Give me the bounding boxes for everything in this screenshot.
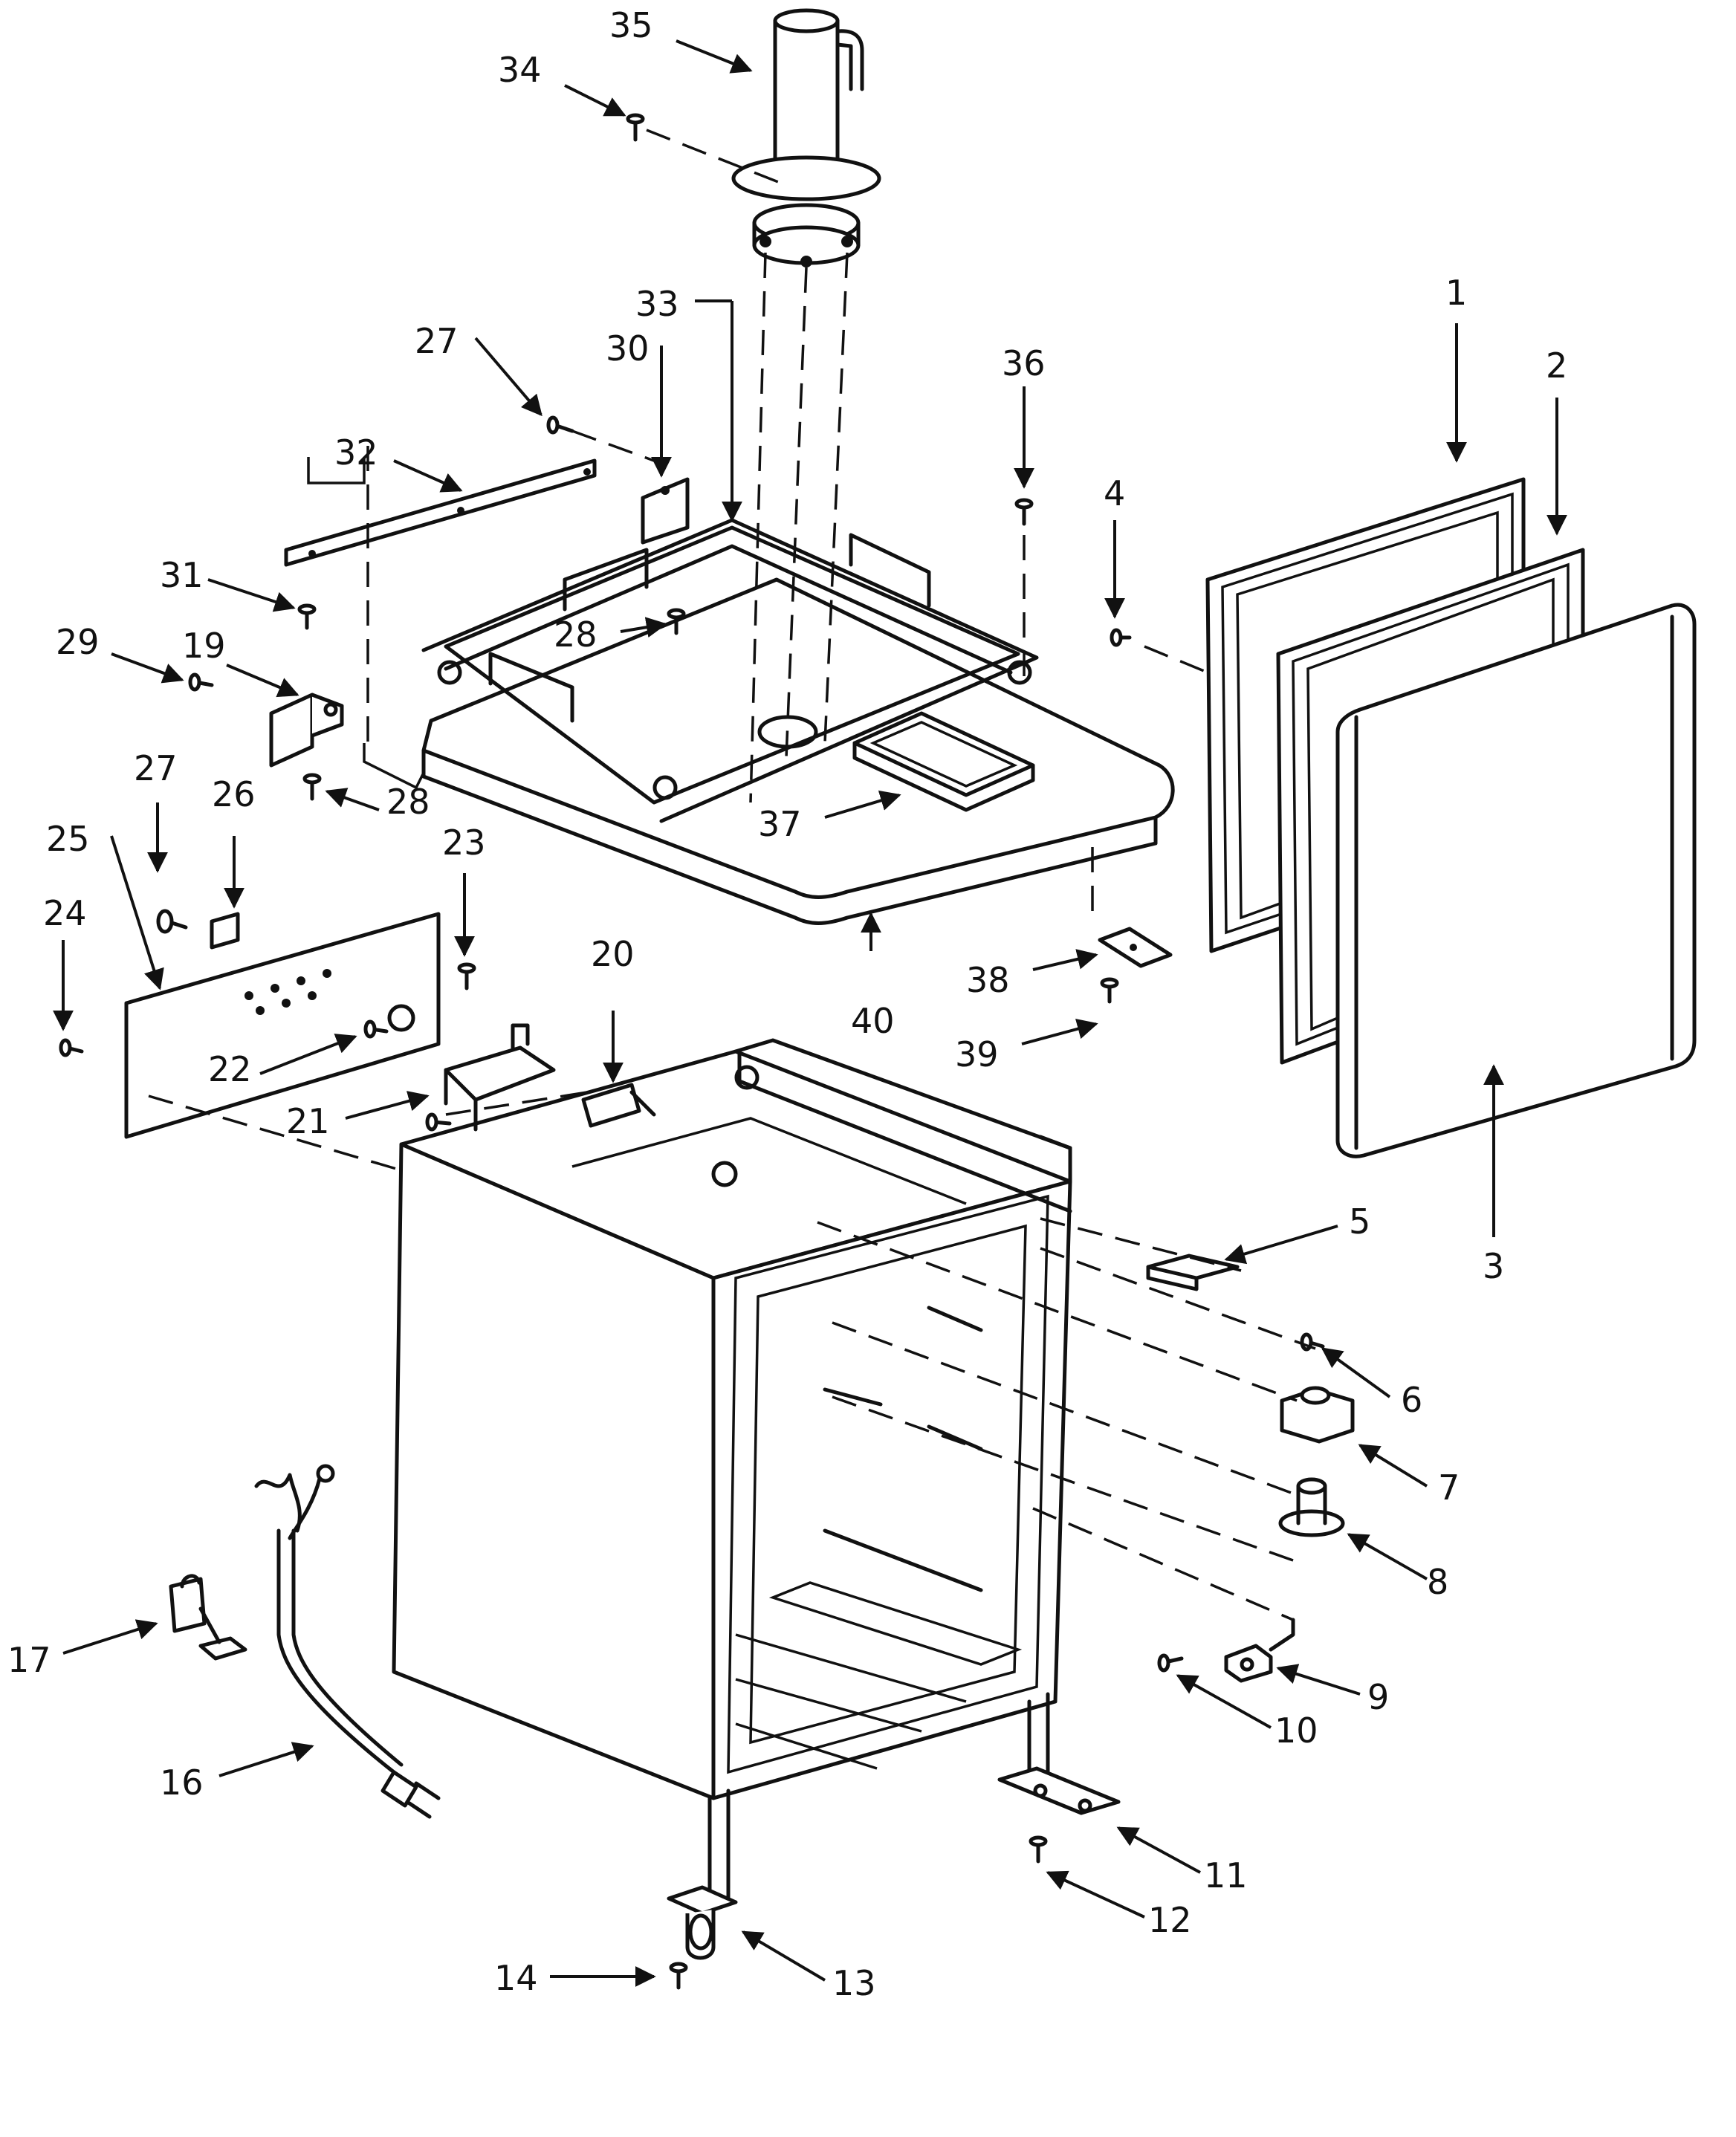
callout-6: 6 — [1401, 1380, 1422, 1420]
callout-13: 13 — [832, 1963, 876, 2003]
callout-36: 36 — [1002, 343, 1046, 383]
callout-37: 37 — [758, 804, 802, 844]
bushing-8 — [1278, 1477, 1345, 1537]
hinge-plate-bottom — [1098, 927, 1173, 968]
leveling-bracket — [997, 1766, 1121, 1815]
door-stop — [1146, 1254, 1240, 1291]
callout-20: 20 — [591, 934, 635, 974]
callout-10: 10 — [1275, 1710, 1318, 1751]
callout-17: 17 — [7, 1640, 51, 1680]
top-rail-bar — [284, 458, 597, 567]
hinge-bracket-top — [641, 477, 690, 545]
drip-tray — [852, 711, 1035, 812]
callout-19: 19 — [182, 626, 226, 666]
thermostat-bracket — [444, 1023, 556, 1132]
callout-31: 31 — [160, 555, 204, 595]
callout-9: 9 — [1367, 1677, 1389, 1717]
callout-labels: 1 2 3 4 5 6 7 8 9 10 11 12 13 14 16 17 1… — [7, 5, 1567, 2003]
door-panel — [1335, 603, 1697, 1158]
callout-14: 14 — [494, 1958, 538, 1998]
callout-11: 11 — [1204, 1855, 1248, 1896]
callout-5: 5 — [1349, 1202, 1370, 1242]
callout-21: 21 — [286, 1101, 330, 1141]
caster-13 — [667, 1885, 738, 1960]
fitting-7 — [1280, 1386, 1355, 1444]
callout-26: 26 — [212, 774, 256, 814]
callout-27-upper: 27 — [415, 321, 459, 361]
switch-9 — [1224, 1644, 1273, 1683]
callout-1: 1 — [1445, 273, 1467, 313]
power-cord — [254, 1464, 441, 1819]
callout-29: 29 — [56, 622, 100, 662]
callout-39: 39 — [955, 1034, 999, 1074]
callout-34: 34 — [498, 50, 542, 90]
screws — [59, 113, 1325, 1990]
assembly-lines — [148, 129, 1316, 1652]
callout-23: 23 — [442, 823, 486, 863]
callout-32: 32 — [334, 432, 378, 473]
terminal-block — [581, 1083, 656, 1128]
guard-rail — [421, 518, 1039, 823]
control-panel — [124, 912, 441, 1139]
callout-33: 33 — [635, 284, 679, 324]
hinge-bracket-left — [269, 693, 344, 768]
cabinet-body — [392, 1038, 1072, 1904]
callout-35: 35 — [609, 5, 653, 45]
tap-tower — [731, 8, 881, 267]
callout-27-lower: 27 — [134, 748, 178, 788]
callout-leaders — [53, 39, 1567, 1987]
defrost-heater-17 — [169, 1574, 247, 1661]
callout-24: 24 — [43, 893, 87, 933]
callout-28-upper: 28 — [554, 614, 597, 655]
callout-12: 12 — [1148, 1900, 1192, 1940]
callout-28-lower: 28 — [386, 782, 430, 822]
callout-30: 30 — [606, 328, 650, 369]
callout-7: 7 — [1438, 1468, 1460, 1508]
callout-22: 22 — [208, 1049, 252, 1089]
callout-25: 25 — [46, 819, 90, 859]
callout-4: 4 — [1104, 473, 1125, 513]
callout-8: 8 — [1427, 1562, 1448, 1602]
callout-38: 38 — [966, 960, 1010, 1000]
callout-40: 40 — [851, 1001, 895, 1041]
callout-2: 2 — [1546, 346, 1567, 386]
callout-3: 3 — [1483, 1246, 1504, 1286]
callout-16: 16 — [160, 1763, 204, 1803]
